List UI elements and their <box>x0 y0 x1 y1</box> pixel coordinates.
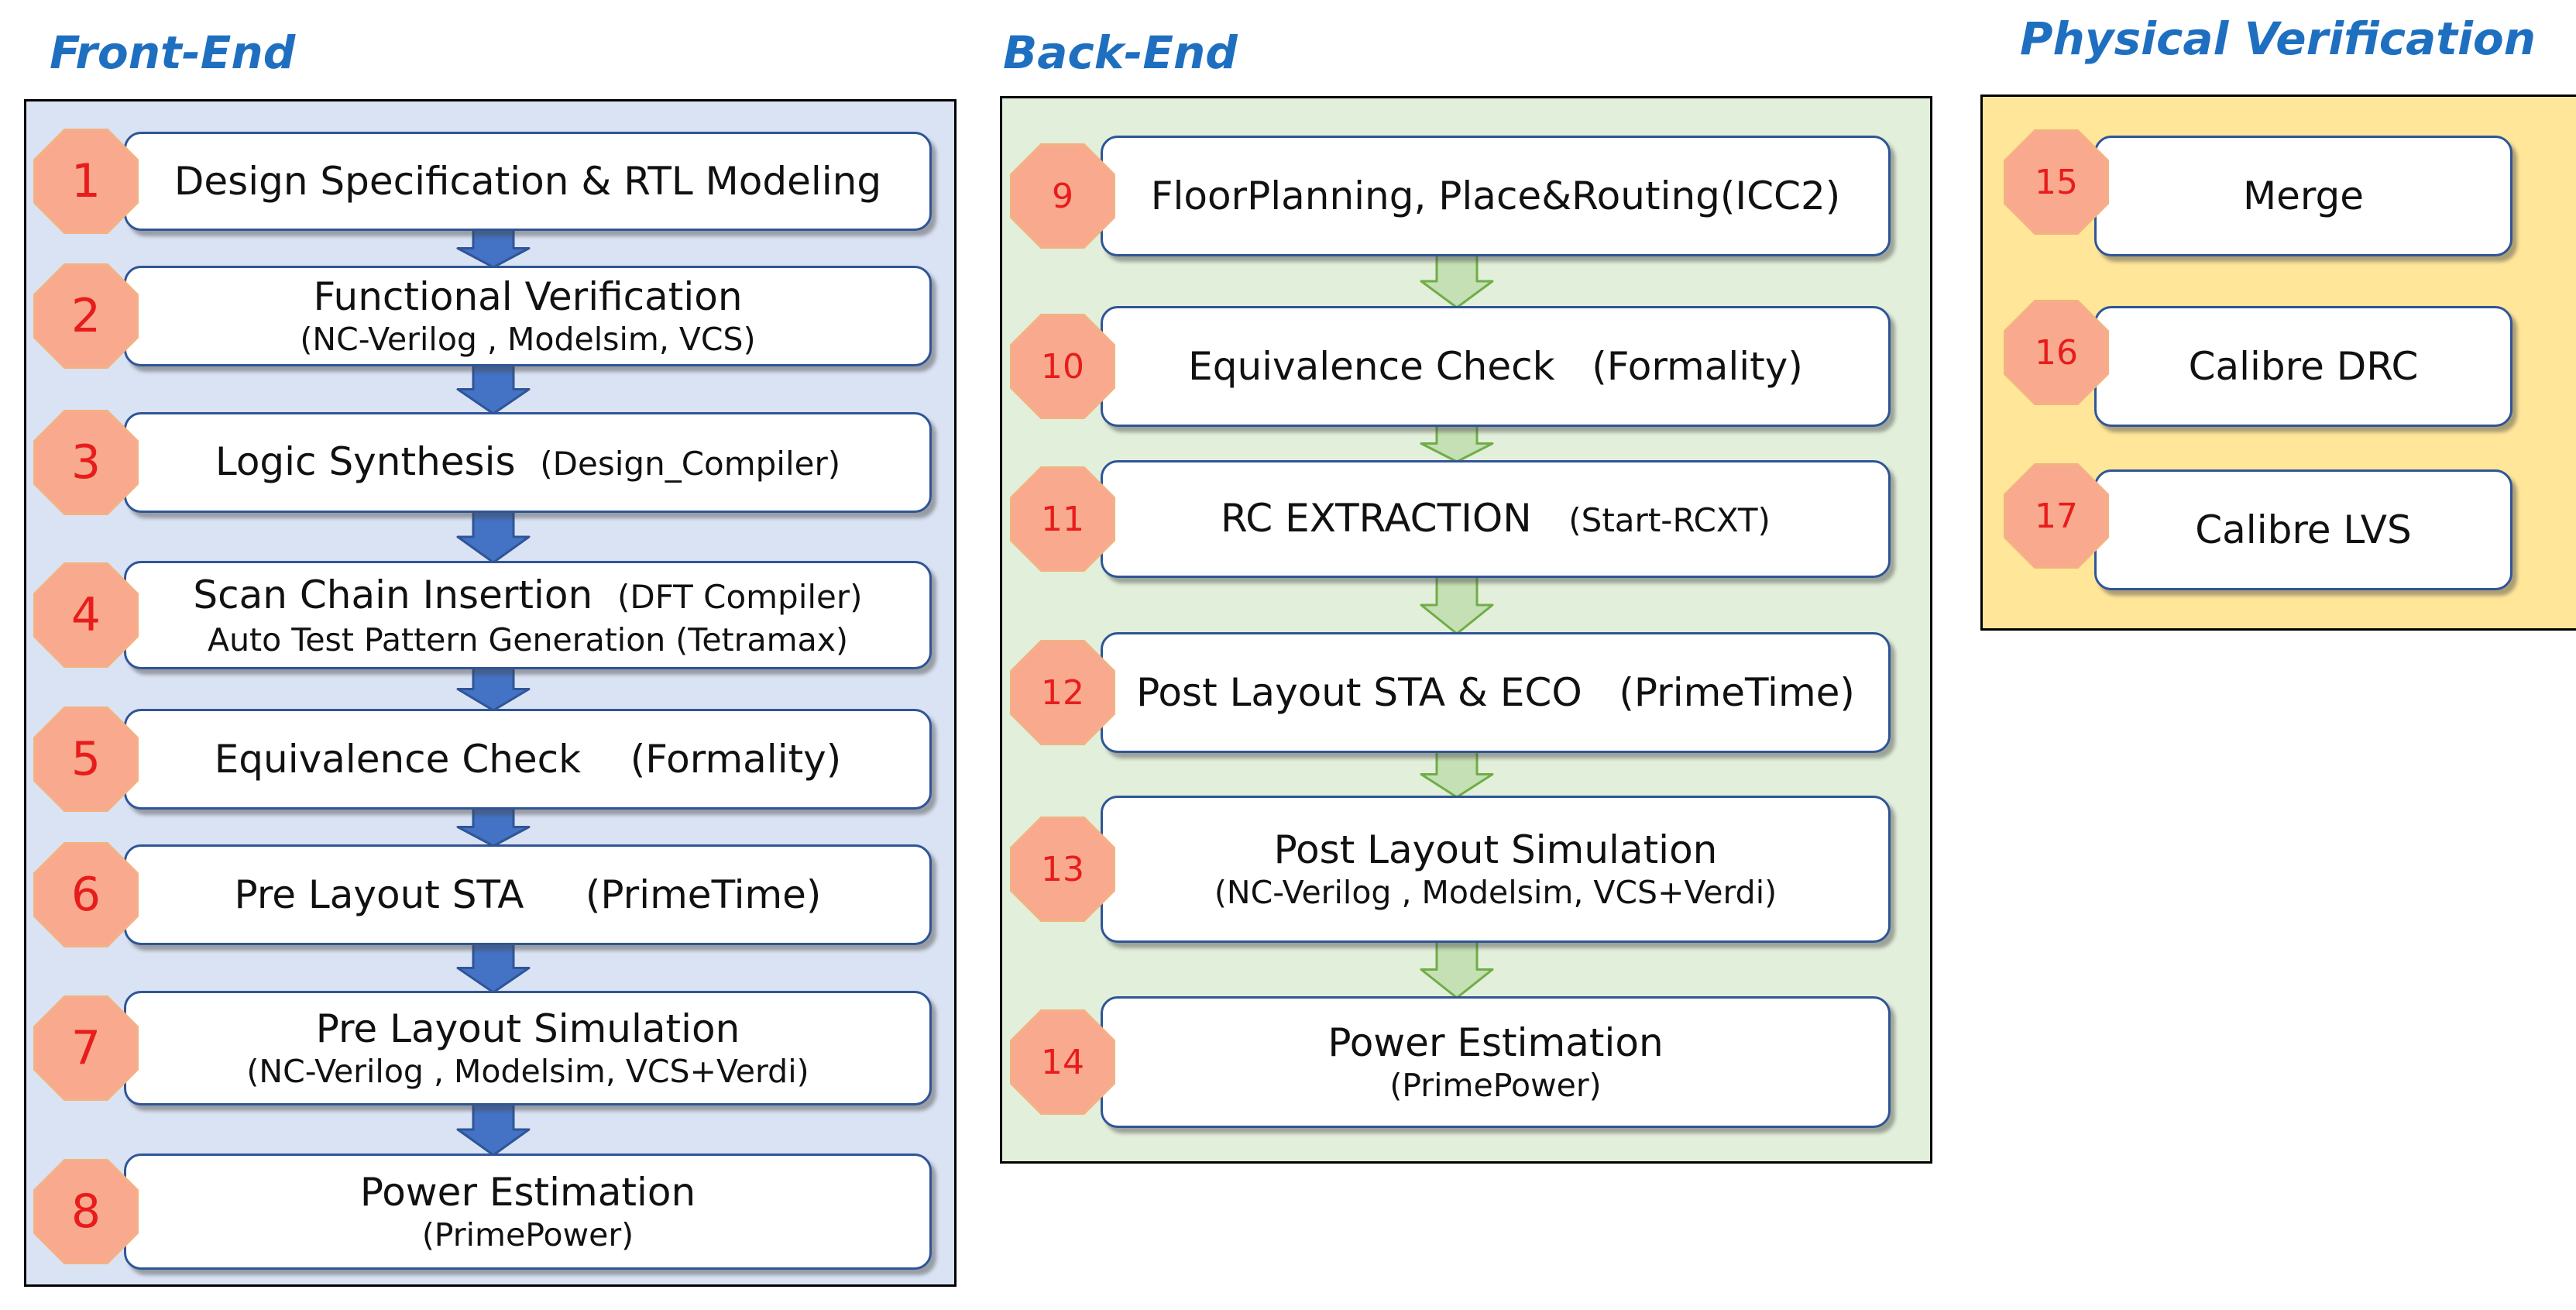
step-title-text: Equivalence Check (Formality) <box>1188 344 1803 389</box>
step-title-text: Scan Chain Insertion <box>193 572 617 617</box>
step-title-text: Functional Verification <box>313 274 743 319</box>
step-number-badge: 7 <box>28 990 144 1106</box>
step-title-text: Post Layout Simulation <box>1273 827 1718 872</box>
step-number-badge: 15 <box>1998 124 2114 240</box>
step-number-badge: 4 <box>28 557 144 673</box>
step-title: Calibre DRC <box>2189 343 2419 390</box>
step-number-badge: 10 <box>1005 308 1121 425</box>
step-subtitle: (PrimePower) <box>421 1216 634 1253</box>
step-number-badge: 2 <box>28 258 144 374</box>
step-number: 7 <box>70 1021 101 1075</box>
step-number: 15 <box>2035 162 2078 202</box>
front-end-step-2: Functional Verification(NC-Verilog , Mod… <box>124 266 932 366</box>
step-title: FloorPlanning, Place&Routing(ICC2) <box>1151 173 1841 219</box>
step-number: 4 <box>70 588 101 642</box>
step-title: Functional Verification <box>313 273 742 320</box>
step-number-badge: 13 <box>1005 811 1121 927</box>
step-number: 5 <box>70 732 101 786</box>
step-number-badge: 14 <box>1005 1004 1121 1120</box>
step-subtitle: (NC-Verilog , Modelsim, VCS+Verdi) <box>1214 874 1777 911</box>
back-end-step-12: Post Layout STA & ECO (PrimeTime) <box>1101 632 1891 753</box>
step-title-text: Logic Synthesis <box>215 438 541 484</box>
step-title: Power Estimation <box>360 1169 696 1215</box>
step-title: Pre Layout STA (PrimeTime) <box>235 872 822 918</box>
back-end-step-11: RC EXTRACTION (Start-RCXT) <box>1101 460 1891 578</box>
step-number: 1 <box>70 154 101 208</box>
step-title-text: Calibre DRC <box>2188 344 2419 389</box>
step-number-badge: 5 <box>28 701 144 817</box>
step-number-badge: 11 <box>1005 461 1121 577</box>
step-number: 16 <box>2035 332 2078 373</box>
step-title: Calibre LVS <box>2195 507 2412 553</box>
step-subtitle: (PrimePower) <box>1389 1067 1602 1104</box>
step-title-text: Calibre LVS <box>2195 507 2412 552</box>
step-number: 11 <box>1041 499 1084 539</box>
front-end-step-4: Scan Chain Insertion (DFT Compiler)Auto … <box>124 561 932 669</box>
physical-verification-step-16: Calibre DRC <box>2094 306 2512 427</box>
step-number: 8 <box>70 1185 101 1239</box>
step-title: Post Layout STA & ECO (PrimeTime) <box>1136 669 1855 716</box>
step-title-text: Power Estimation <box>359 1170 696 1215</box>
front-end-step-1: Design Specification & RTL Modeling <box>124 132 932 231</box>
step-number-badge: 12 <box>1005 634 1121 751</box>
step-title: Logic Synthesis (Design_Compiler) <box>215 438 840 487</box>
step-number-badge: 3 <box>28 404 144 521</box>
step-number-badge: 9 <box>1005 138 1121 254</box>
back-end-step-13: Post Layout Simulation(NC-Verilog , Mode… <box>1101 796 1891 943</box>
step-title-text: Power Estimation <box>1327 1020 1664 1065</box>
step-title-text: Pre Layout Simulation <box>315 1006 740 1051</box>
step-number: 2 <box>70 289 101 343</box>
step-number: 12 <box>1041 672 1084 713</box>
step-number: 3 <box>70 435 101 490</box>
step-title: Design Specification & RTL Modeling <box>174 158 881 205</box>
step-title: RC EXTRACTION (Start-RCXT) <box>1221 495 1771 544</box>
step-tool: (Start-RCXT) <box>1568 500 1771 539</box>
back-end-step-14: Power Estimation(PrimePower) <box>1101 996 1891 1128</box>
step-tool: (Design_Compiler) <box>540 444 841 483</box>
step-title: Merge <box>2243 173 2364 219</box>
physical-verification-title: Physical Verification <box>2020 12 2537 65</box>
physical-verification-step-17: Calibre LVS <box>2094 469 2512 590</box>
step-title-text: Equivalence Check (Formality) <box>214 737 842 782</box>
step-title: Post Layout Simulation <box>1274 827 1718 873</box>
step-number-badge: 17 <box>1998 458 2114 574</box>
step-number-badge: 8 <box>28 1154 144 1270</box>
step-subtitle: (NC-Verilog , Modelsim, VCS+Verdi) <box>246 1053 809 1090</box>
step-title-text: Post Layout STA & ECO (PrimeTime) <box>1136 670 1855 715</box>
step-title-text: FloorPlanning, Place&Routing(ICC2) <box>1150 174 1841 218</box>
step-title-text: RC EXTRACTION <box>1221 495 1569 541</box>
step-number: 10 <box>1041 346 1084 387</box>
front-end-step-8: Power Estimation(PrimePower) <box>124 1154 932 1270</box>
front-end-step-6: Pre Layout STA (PrimeTime) <box>124 844 932 945</box>
step-title-text: Design Specification & RTL Modeling <box>173 159 882 204</box>
step-number-badge: 1 <box>28 123 144 239</box>
front-end-step-5: Equivalence Check (Formality) <box>124 709 932 810</box>
step-tool: (DFT Compiler) <box>617 577 863 616</box>
step-number: 13 <box>1041 849 1084 889</box>
front-end-step-3: Logic Synthesis (Design_Compiler) <box>124 412 932 513</box>
step-number: 14 <box>1041 1042 1084 1082</box>
step-number: 9 <box>1052 176 1073 216</box>
step-number-badge: 6 <box>28 837 144 953</box>
step-title: Pre Layout Simulation <box>316 1006 740 1052</box>
front-end-step-7: Pre Layout Simulation(NC-Verilog , Model… <box>124 991 932 1105</box>
step-number: 17 <box>2035 496 2078 536</box>
front-end-title: Front-End <box>50 26 296 79</box>
back-end-step-9: FloorPlanning, Place&Routing(ICC2) <box>1101 136 1891 256</box>
step-subtitle: Auto Test Pattern Generation (Tetramax) <box>208 621 848 658</box>
step-title: Equivalence Check (Formality) <box>215 736 842 782</box>
step-title: Equivalence Check (Formality) <box>1188 343 1803 390</box>
step-title: Power Estimation <box>1327 1019 1663 1066</box>
step-number: 6 <box>70 868 101 922</box>
step-title: Scan Chain Insertion (DFT Compiler) <box>193 572 862 621</box>
back-end-step-10: Equivalence Check (Formality) <box>1101 306 1891 427</box>
back-end-title: Back-End <box>1003 26 1238 79</box>
step-subtitle: (NC-Verilog , Modelsim, VCS) <box>300 321 756 358</box>
step-number-badge: 16 <box>1998 294 2114 411</box>
step-title-text: Merge <box>2242 174 2365 218</box>
physical-verification-step-15: Merge <box>2094 136 2512 256</box>
step-title-text: Pre Layout STA (PrimeTime) <box>234 872 822 917</box>
